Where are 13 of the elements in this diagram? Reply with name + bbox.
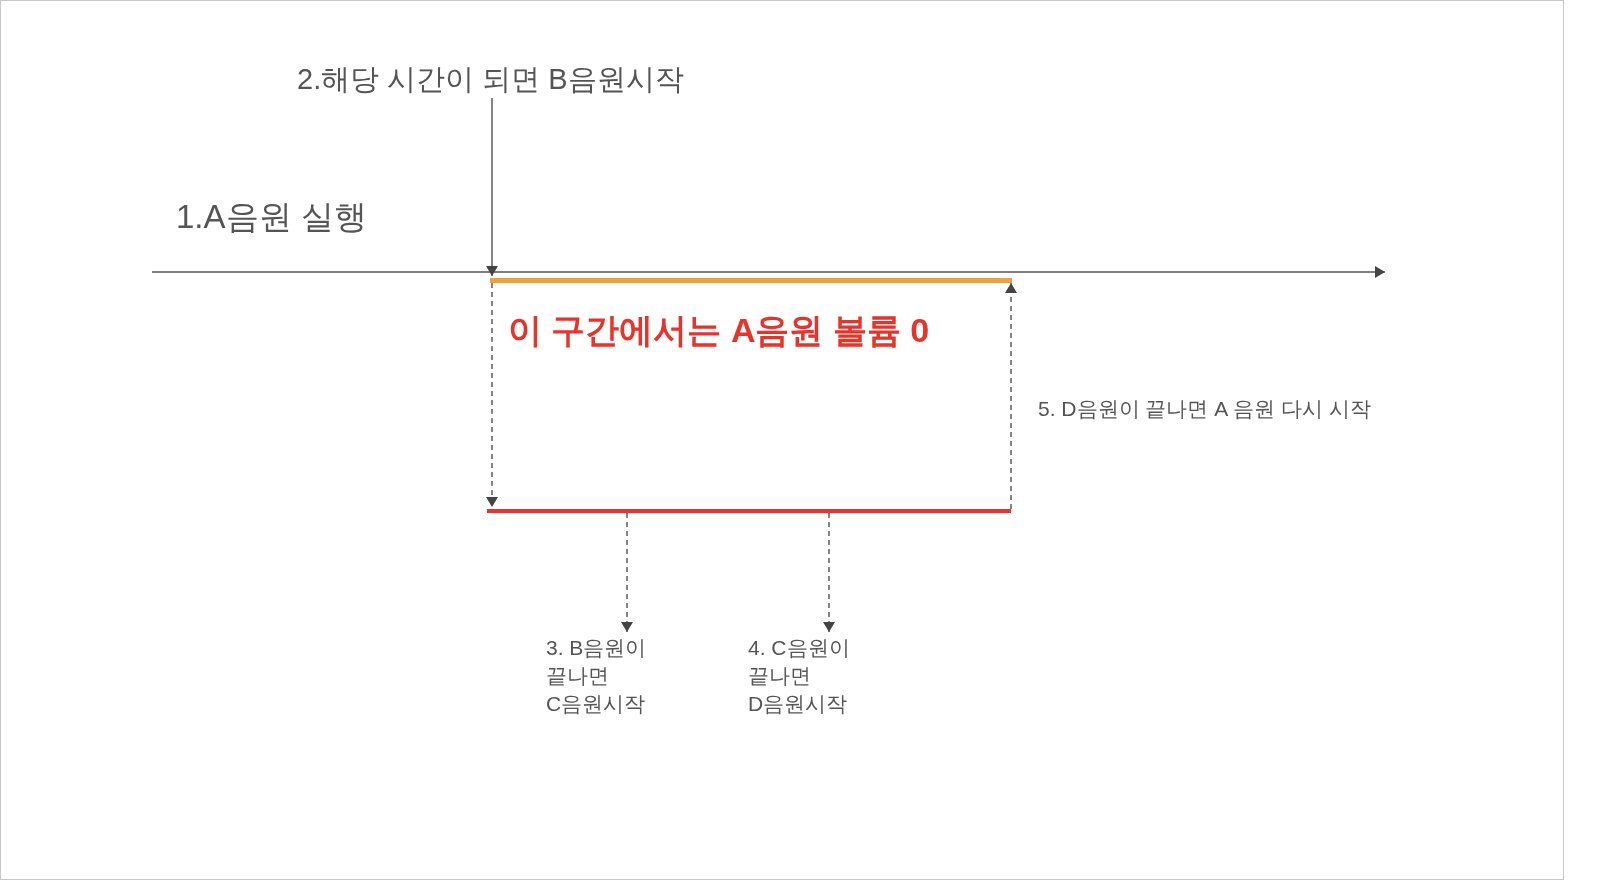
step-label: 5. D음원이 끝나면 A 음원 다시 시작 <box>1038 396 1371 422</box>
highlight-bar <box>487 509 1011 513</box>
step-note: 3. B음원이 끝나면 C음원시작 <box>546 634 666 718</box>
arrow <box>823 512 835 633</box>
highlight-bar <box>490 278 1012 283</box>
arrow <box>1005 282 1017 510</box>
arrow <box>486 97 498 277</box>
arrow <box>486 282 498 508</box>
arrow <box>621 512 633 633</box>
step-label: 1.A음원 실행 <box>176 197 367 237</box>
section-note: 이 구간에서는 A음원 볼륨 0 <box>508 310 930 351</box>
step-label: 2.해당 시간이 되면 B음원시작 <box>297 60 684 98</box>
step-note: 4. C음원이 끝나면 D음원시작 <box>748 634 868 718</box>
